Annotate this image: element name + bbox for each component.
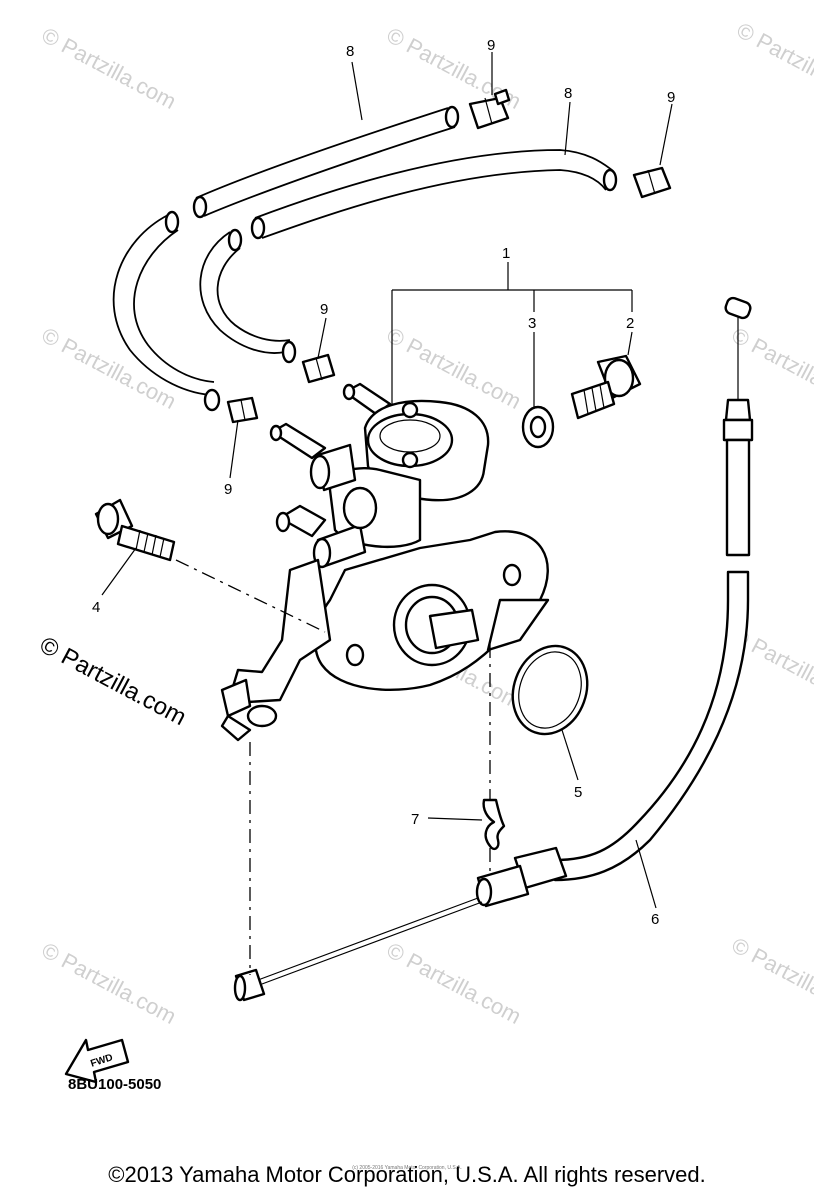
cable-part-6: [233, 296, 754, 1002]
nozzle-upper: [342, 382, 392, 416]
callout-9: 9: [667, 89, 675, 106]
callout-7: 7: [411, 811, 419, 828]
callout-8: 8: [564, 85, 572, 102]
bolt-part-2: [570, 354, 642, 420]
hose-clip: [226, 396, 259, 424]
hose-upper: [192, 105, 460, 219]
callout-3: 3: [528, 315, 536, 332]
hose-lower: [250, 149, 618, 240]
watermark: © Partzilla.com: [38, 937, 181, 1029]
watermark-dark: © Partzilla.com: [35, 631, 190, 731]
callout-6: 6: [651, 911, 659, 928]
watermark: © Partzilla.com: [383, 937, 526, 1029]
callout-9: 9: [320, 301, 328, 318]
washer-part-3: [521, 405, 555, 449]
watermark: © Partzilla.com: [38, 322, 181, 414]
nozzle-lower: [269, 422, 327, 460]
watermark: © Partzilla.com: [728, 932, 814, 1024]
diagram-code: 8BU100-5050: [68, 1076, 162, 1093]
bolt-part-4: [94, 498, 176, 562]
hose-curve-middle: [199, 228, 297, 364]
hose-clip: [468, 88, 511, 130]
callout-9: 9: [487, 37, 495, 54]
callout-2: 2: [626, 315, 634, 332]
clip-part-7: [482, 798, 506, 851]
hose-clip: [632, 166, 672, 199]
callout-8: 8: [346, 43, 354, 60]
callout-5: 5: [574, 784, 582, 801]
oil-pump-body: [220, 399, 550, 742]
watermark: © Partzilla.com: [38, 22, 181, 114]
callout-4: 4: [92, 599, 100, 616]
watermarks: © Partzilla.com © Partzilla.com © Partzi…: [38, 17, 814, 1029]
forward-arrow-icon: FWD: [64, 1038, 130, 1084]
fine-print: (c) 2005-2016 Yamaha Motor Corporation, …: [352, 1165, 462, 1171]
callout-9: 9: [224, 481, 232, 498]
leader-lines: [101, 52, 673, 975]
o-ring-part-5: [511, 644, 589, 736]
watermark: © Partzilla.com: [733, 17, 814, 109]
callout-1: 1: [502, 245, 510, 262]
hose-curve-left: [112, 210, 221, 412]
watermark: © Partzilla.com: [383, 322, 526, 414]
hose-clip: [301, 353, 336, 384]
callouts: 1 2 3 4 5 6 7 8 8 9 9 9 9: [92, 37, 675, 928]
copyright-notice: ©2013 Yamaha Motor Corporation, U.S.A. A…: [108, 1162, 706, 1187]
